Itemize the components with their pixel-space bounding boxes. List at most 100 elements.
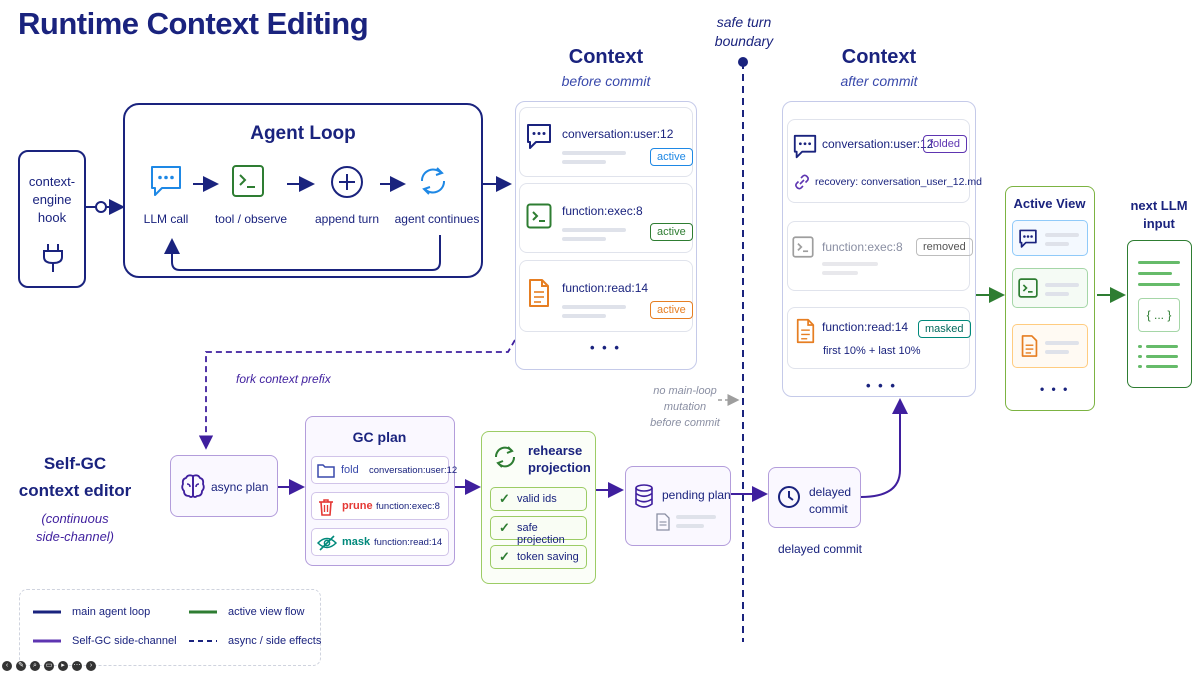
zoom-icon[interactable]: ⌕: [30, 661, 40, 671]
placeholder-line: [562, 160, 606, 164]
async-plan-box: async plan: [170, 455, 278, 517]
ctx-after-more: • • •: [866, 378, 897, 393]
next-input-label-2: input: [1143, 216, 1175, 231]
active-view-title: Active View: [1013, 196, 1086, 211]
status-badge-folded: folded: [923, 135, 967, 153]
context-after-subtitle: after commit: [840, 73, 918, 89]
gc-row-mask: mask function:read:14: [311, 528, 449, 556]
placeholder-line: [1138, 272, 1172, 275]
rehearse-title-1: rehearse: [528, 443, 583, 458]
placeholder-line: [1138, 283, 1180, 286]
legend-main-loop: main agent loop: [72, 606, 151, 618]
forward-icon[interactable]: ›: [86, 661, 96, 671]
more-icon[interactable]: ⋯: [72, 661, 82, 671]
ctx-before-more: • • •: [590, 340, 621, 355]
ctx-after-label-conversation: conversation:user:12: [822, 137, 934, 151]
chat-bubble-icon: [793, 134, 817, 159]
ctx-after-label-exec: function:exec:8: [822, 240, 903, 254]
placeholder-line: [1045, 233, 1079, 237]
boundary-label-2: boundary: [714, 33, 774, 49]
check-label: safe projection: [517, 522, 565, 546]
legend-selfgc: Self-GC side-channel: [72, 635, 177, 647]
hook-socket: [95, 201, 107, 213]
eye-off-icon: [317, 535, 337, 551]
check-label: token saving: [517, 551, 579, 563]
ctx-after-item-conversation: [787, 119, 970, 203]
placeholder-line: [1146, 365, 1178, 368]
terminal-icon: [232, 165, 264, 197]
clock-icon: [778, 486, 800, 508]
boundary-dot: [738, 57, 748, 67]
refresh-icon: [494, 446, 516, 468]
brain-icon: [181, 474, 205, 498]
status-badge-active: active: [650, 223, 693, 241]
placeholder-line: [1045, 242, 1069, 246]
ctx-before-item-conversation: [519, 107, 693, 177]
context-engine-hook: context- engine hook: [18, 150, 86, 288]
legend-active-view: active view flow: [228, 606, 305, 618]
placeholder-line: [676, 515, 716, 519]
check-token-saving: ✓ token saving: [490, 545, 587, 569]
legend-panel: [19, 589, 321, 666]
check-safe-projection: ✓safe projection: [490, 516, 587, 546]
status-badge-active: active: [650, 148, 693, 166]
ctx-after-label-read: function:read:14: [822, 320, 909, 334]
placeholder-line: [1138, 261, 1180, 264]
gc-target-prune: function:exec:8: [376, 501, 440, 512]
check-icon: ✓: [499, 491, 510, 506]
gc-op-mask: mask: [342, 536, 371, 548]
selfgc-title-2: context editor: [18, 481, 132, 500]
delayed-commit-line1: delayed: [809, 485, 852, 499]
selfgc-sub-2: side-channel): [35, 529, 115, 544]
gc-plan-title: GC plan: [352, 429, 407, 445]
step-llm-call: LLM call: [143, 212, 189, 226]
pending-plan-box: pending plan: [625, 466, 731, 546]
placeholder-line: [1045, 283, 1079, 287]
check-label: valid ids: [517, 493, 557, 505]
loop-back-arrow: [164, 235, 441, 271]
context-after-panel: [782, 101, 976, 397]
terminal-icon: [792, 236, 814, 258]
back-icon[interactable]: ‹: [2, 661, 12, 671]
next-llm-input-doc: { ... }: [1127, 240, 1192, 388]
placeholder-line: [1045, 350, 1069, 354]
masked-note: first 10% + last 10%: [823, 345, 921, 357]
chat-bubble-icon: [527, 124, 551, 149]
placeholder-line: [822, 271, 858, 275]
placeholder-line: [562, 305, 626, 309]
status-badge-removed: removed: [916, 238, 973, 256]
placeholder-line: [562, 314, 606, 318]
status-badge-masked: masked: [918, 320, 971, 338]
plus-circle-icon: [331, 166, 363, 198]
rehearse-title-2: projection: [528, 460, 591, 475]
no-mutation-3: before commit: [650, 417, 720, 429]
video-icon[interactable]: ▸: [58, 661, 68, 671]
link-icon: [795, 174, 809, 190]
active-view-more: • • •: [1040, 382, 1070, 396]
pen-icon[interactable]: ✎: [16, 661, 26, 671]
agent-loop-title: Agent Loop: [250, 123, 356, 144]
folder-icon: [317, 464, 335, 478]
active-view-item-exec: [1012, 268, 1088, 308]
active-view-item-read: [1012, 324, 1088, 368]
step-append-turn: append turn: [314, 212, 380, 226]
active-view-item-conversation: [1012, 220, 1088, 256]
caption-icon[interactable]: ▭: [44, 661, 54, 671]
check-icon: ✓: [499, 549, 510, 564]
delayed-commit-caption: delayed commit: [777, 542, 863, 556]
boundary-label-1: safe turn: [716, 14, 772, 30]
agent-loop-panel: Agent Loop: [123, 103, 483, 278]
placeholder-line: [1138, 345, 1142, 348]
context-after-title: Context: [841, 46, 917, 68]
gc-row-prune: prune function:exec:8: [311, 492, 449, 520]
arrow-delayed-to-context: [860, 398, 908, 498]
context-before-title: Context: [568, 46, 644, 68]
plug-icon: [43, 244, 63, 272]
async-plan-label: async plan: [211, 480, 269, 494]
document-icon: [796, 318, 815, 344]
document-icon: [1021, 335, 1038, 357]
placeholder-line: [562, 237, 606, 241]
legend-async: async / side effects: [228, 635, 322, 647]
placeholder-line: [822, 262, 878, 266]
placeholder-line: [562, 228, 626, 232]
